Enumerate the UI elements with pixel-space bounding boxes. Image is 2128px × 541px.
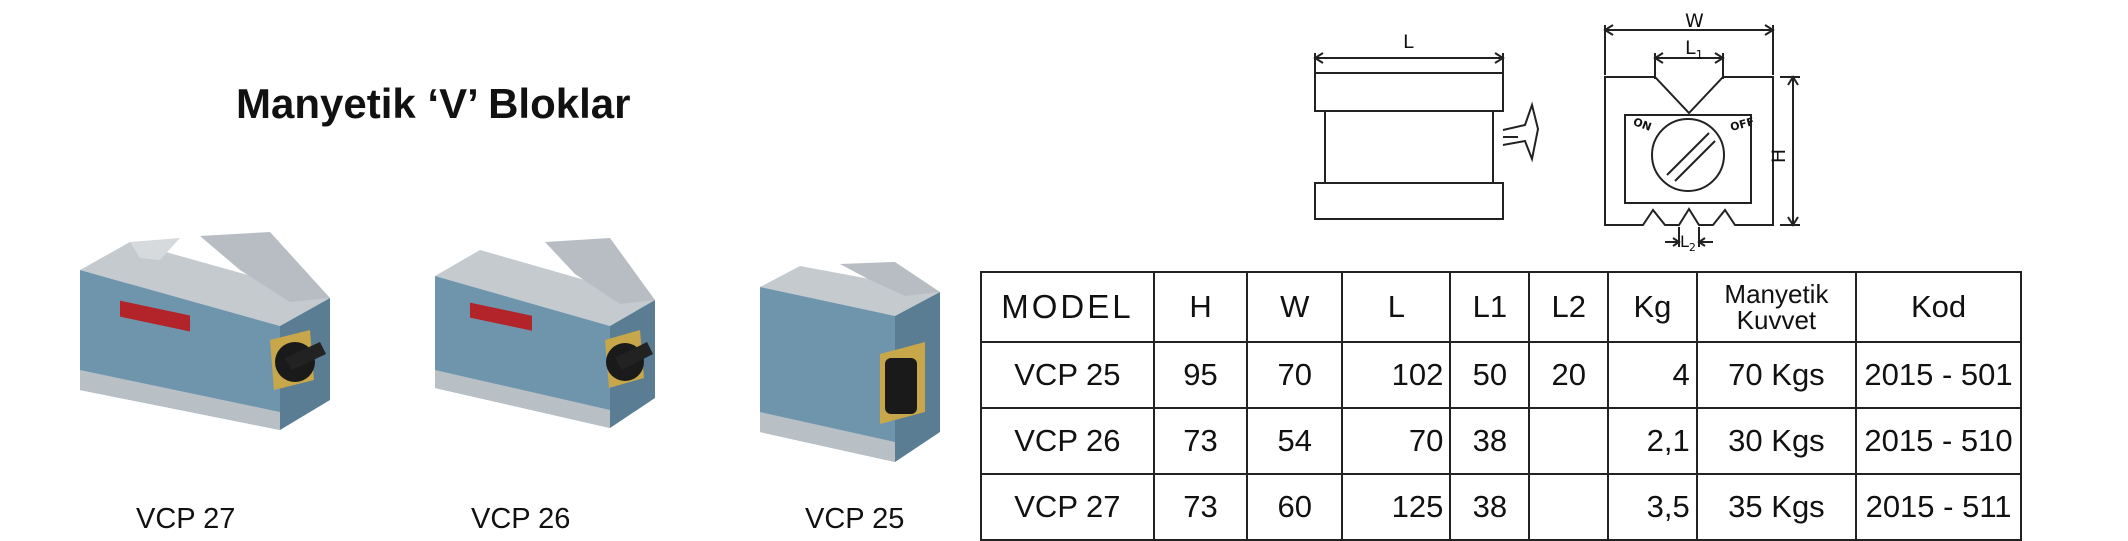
cell-model: VCP 25 [980, 341, 1155, 409]
product-image-vcp25 [760, 262, 940, 462]
header-manyetik-kuvvet: Manyetik Kuvvet [1695, 271, 1858, 343]
dimension-label-L: L [1403, 31, 1414, 53]
header-manyetik-line1: Manyetik [1724, 279, 1829, 309]
dimension-label-H: H [1768, 148, 1791, 164]
dimension-L1-text: L [1685, 37, 1696, 59]
header-h: H [1152, 271, 1249, 343]
cell-w: 60 [1246, 473, 1344, 541]
dimension-W-text: W [1685, 10, 1704, 32]
cell-h: 73 [1152, 407, 1249, 475]
cell-manyetik-kuvvet: 30 Kgs [1695, 407, 1858, 475]
side-view-drawing [1313, 52, 1540, 220]
header-model: MODEL [980, 271, 1155, 343]
front-view-drawing [1603, 24, 1800, 247]
header-w: W [1246, 271, 1344, 343]
header-l2: L2 [1528, 271, 1610, 343]
cell-kod: 2015 - 511 [1855, 473, 2022, 541]
product-caption: VCP 26 [471, 503, 571, 535]
header-l1: L1 [1449, 271, 1531, 343]
cell-l: 102 [1341, 341, 1452, 409]
cell-manyetik-kuvvet: 70 Kgs [1695, 341, 1858, 409]
dimension-L1-sub: 1 [1695, 47, 1704, 62]
cell-l: 70 [1341, 407, 1452, 475]
cell-model: VCP 26 [980, 407, 1155, 475]
table-header-row: MODEL H W L L1 L2 Kg Manyetik Kuvvet Kod [980, 271, 2022, 343]
cell-manyetik-kuvvet: 35 Kgs [1695, 473, 1858, 541]
cell-kod: 2015 - 501 [1855, 341, 2022, 409]
dimension-label-W: W [1685, 10, 1704, 32]
dimension-label-L2: L2 [1680, 232, 1696, 254]
cell-l1: 50 [1449, 341, 1531, 409]
product-image-vcp27 [80, 232, 330, 430]
cell-l2 [1528, 473, 1610, 541]
header-manyetik-line2: Kuvvet [1736, 305, 1817, 335]
dimension-L2-text: L [1680, 232, 1689, 251]
dimension-L2-sub: 2 [1688, 241, 1696, 255]
table-row: VCP 26 73 54 70 38 2,1 30 Kgs 2015 - 510 [980, 407, 2022, 475]
cell-l1: 38 [1449, 407, 1531, 475]
cell-w: 54 [1246, 407, 1344, 475]
cell-model: VCP 27 [980, 473, 1155, 541]
product-caption: VCP 25 [805, 503, 905, 535]
table-row: VCP 25 95 70 102 50 20 4 70 Kgs 2015 - 5… [980, 341, 2022, 409]
cell-h: 73 [1152, 473, 1249, 541]
cell-kod: 2015 - 510 [1855, 407, 2022, 475]
cell-kg: 3,5 [1607, 473, 1698, 541]
header-kg: Kg [1607, 271, 1698, 343]
cell-h: 95 [1152, 341, 1249, 409]
header-kod: Kod [1855, 271, 2022, 343]
cell-w: 70 [1246, 341, 1344, 409]
page-title: Manyetik ‘V’ Bloklar [236, 80, 631, 127]
dimension-label-L1: L1 [1685, 37, 1703, 62]
spec-table: MODEL H W L L1 L2 Kg Manyetik Kuvvet Kod… [980, 271, 2022, 541]
cell-kg: 2,1 [1607, 407, 1698, 475]
cell-l2 [1528, 407, 1610, 475]
header-l: L [1341, 271, 1452, 343]
cell-l1: 38 [1449, 473, 1531, 541]
product-caption: VCP 27 [136, 503, 236, 535]
product-image-vcp26 [435, 238, 655, 428]
cell-kg: 4 [1607, 341, 1698, 409]
table-row: VCP 27 73 60 125 38 3,5 35 Kgs 2015 - 51… [980, 473, 2022, 541]
cell-l2: 20 [1528, 341, 1610, 409]
cell-l: 125 [1341, 473, 1452, 541]
